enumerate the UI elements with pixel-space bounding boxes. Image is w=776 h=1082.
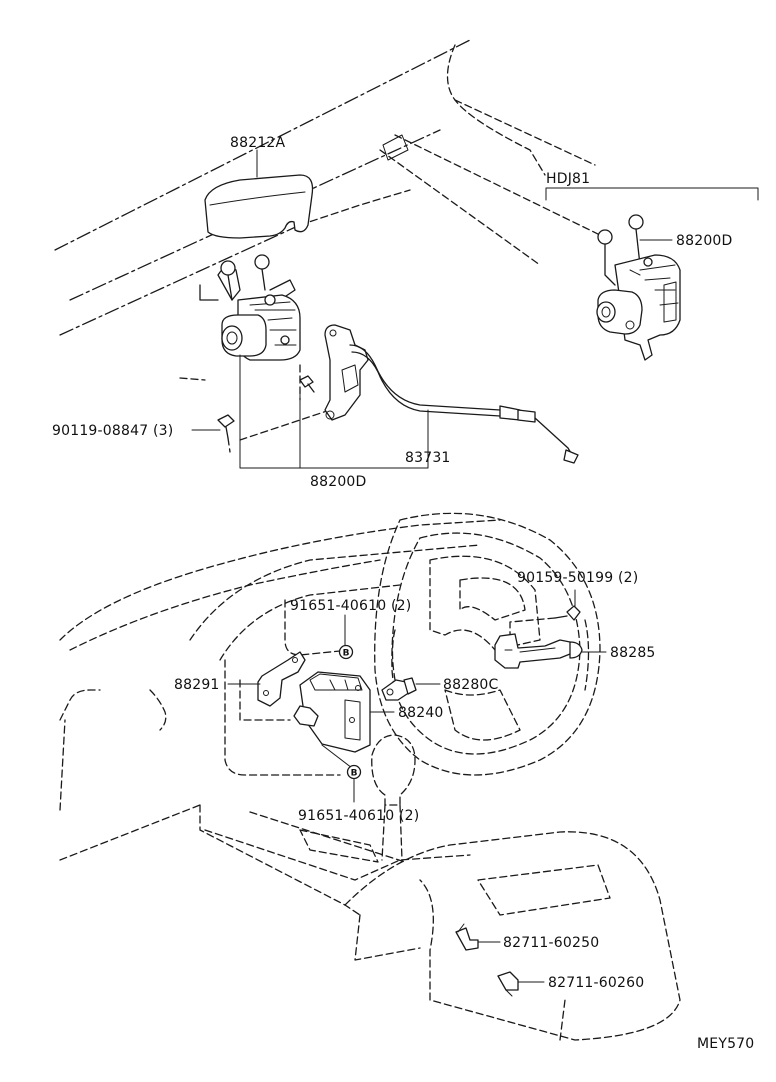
leader-88200D-bracket: [239, 354, 429, 469]
part-label-82711-60250: 82711-60250: [503, 935, 599, 951]
wire-clip-icon: [497, 971, 519, 997]
steering-wheel-outline: [374, 512, 601, 776]
variant-label: HDJ81: [546, 171, 590, 187]
actuator-left: [199, 254, 301, 361]
part-label-88285: 88285: [610, 645, 656, 661]
bolt-icon: [217, 414, 235, 453]
cable-end: [563, 449, 579, 464]
shift-knob-outline: [371, 734, 416, 861]
cable-end-fitting: [517, 409, 536, 423]
part-label-91651-40610-bottom: 91651-40610 (2): [298, 808, 419, 824]
part-label-88280C: 88280C: [443, 677, 499, 693]
part-label-88240: 88240: [398, 705, 444, 721]
part-label-90159-50199: 90159-50199 (2): [517, 570, 638, 586]
diagram-code: MEY570: [697, 1036, 754, 1052]
dashboard-outline: [59, 519, 681, 1041]
part-label-88200D: 88200D: [310, 474, 367, 490]
callout-b-top-text: B: [343, 649, 350, 659]
control-cable: [349, 344, 501, 411]
mounting-bracket: [257, 651, 306, 707]
part-label-88200D-right: 88200D: [676, 233, 733, 249]
actuator-cover: [204, 174, 314, 239]
callout-b-bottom: B: [346, 764, 362, 780]
variant-bracket: [545, 187, 759, 201]
callout-b-bottom-text: B: [351, 769, 358, 779]
part-label-88212A: 88212A: [230, 135, 286, 151]
part-label-83731: 83731: [405, 450, 451, 466]
control-cable-outer: [351, 351, 501, 417]
cable-bracket: [324, 324, 369, 421]
part-label-90119-08847: 90119-08847 (3): [52, 423, 173, 439]
callout-b-top: B: [338, 644, 354, 660]
part-label-88291: 88291: [174, 677, 220, 693]
actuator-right: [596, 214, 681, 361]
wire-clip-icon: [455, 923, 479, 951]
cruise-control-computer: [293, 671, 371, 753]
cable-end-fitting: [499, 405, 521, 421]
part-label-82711-60260: 82711-60260: [548, 975, 644, 991]
leader-91651-bottom-a: [321, 744, 353, 769]
cruise-control-switch: [494, 617, 583, 669]
engine-bay-outline: [54, 39, 601, 441]
bolt-icon: [299, 375, 315, 393]
part-label-91651-40610-top: 91651-40610 (2): [290, 598, 411, 614]
screw-icon: [554, 605, 581, 621]
sensor-connector: [381, 677, 417, 701]
